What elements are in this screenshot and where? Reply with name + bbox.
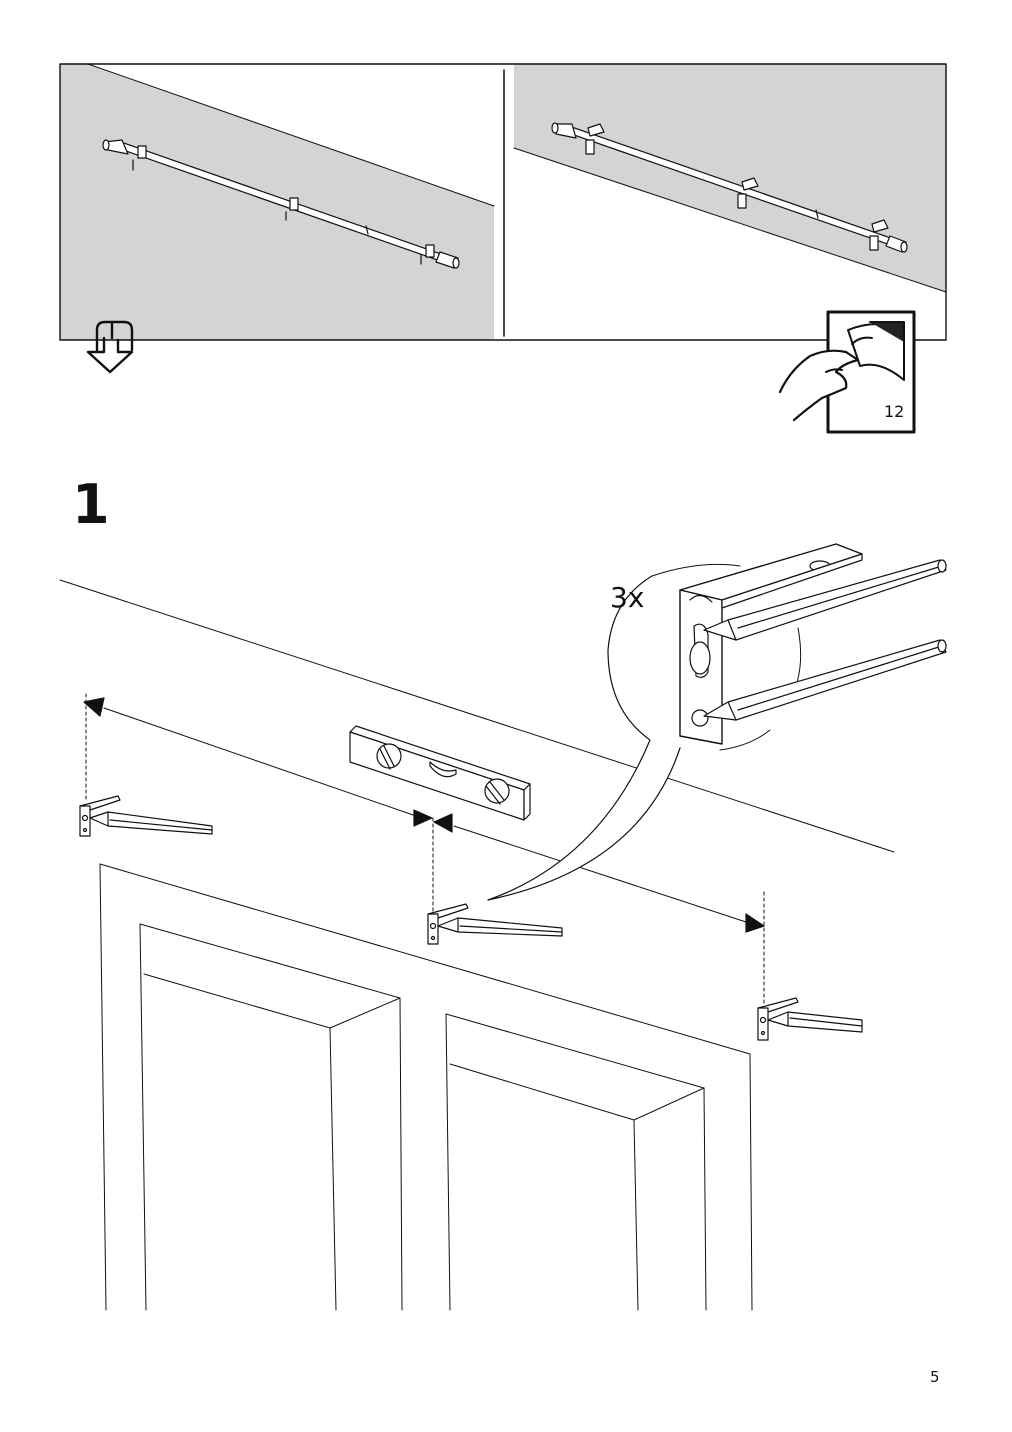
panel-frame: [59, 63, 947, 341]
curtain-rod-right: [551, 122, 908, 253]
page-reference-number: 12: [884, 402, 905, 421]
pencil-icon: [767, 1011, 863, 1033]
spirit-level-icon: [349, 725, 531, 821]
bracket-icon: [79, 795, 121, 837]
page-turn-icon: [778, 310, 916, 434]
wall-shading-right: [514, 64, 946, 292]
step-number: 1: [72, 473, 110, 536]
down-arrow-icon: [86, 320, 134, 374]
curtain-rod-left: [102, 139, 460, 269]
step-1-scene: [59, 543, 947, 1311]
page-number: 5: [930, 1368, 940, 1386]
bracket-icon: [757, 997, 799, 1041]
pencil-icon: [703, 559, 947, 641]
pencil-icon: [703, 639, 947, 721]
ceiling-line: [59, 579, 895, 853]
bracket-icon: [427, 903, 469, 945]
pencil-icon: [437, 917, 563, 937]
measurement-guides: [83, 693, 765, 1005]
window-frame: [99, 863, 753, 1311]
quantity-label: 3x: [610, 581, 645, 614]
pencil-icon: [89, 811, 213, 835]
bracket-detail: [679, 543, 863, 745]
overview-panel: [59, 63, 947, 434]
